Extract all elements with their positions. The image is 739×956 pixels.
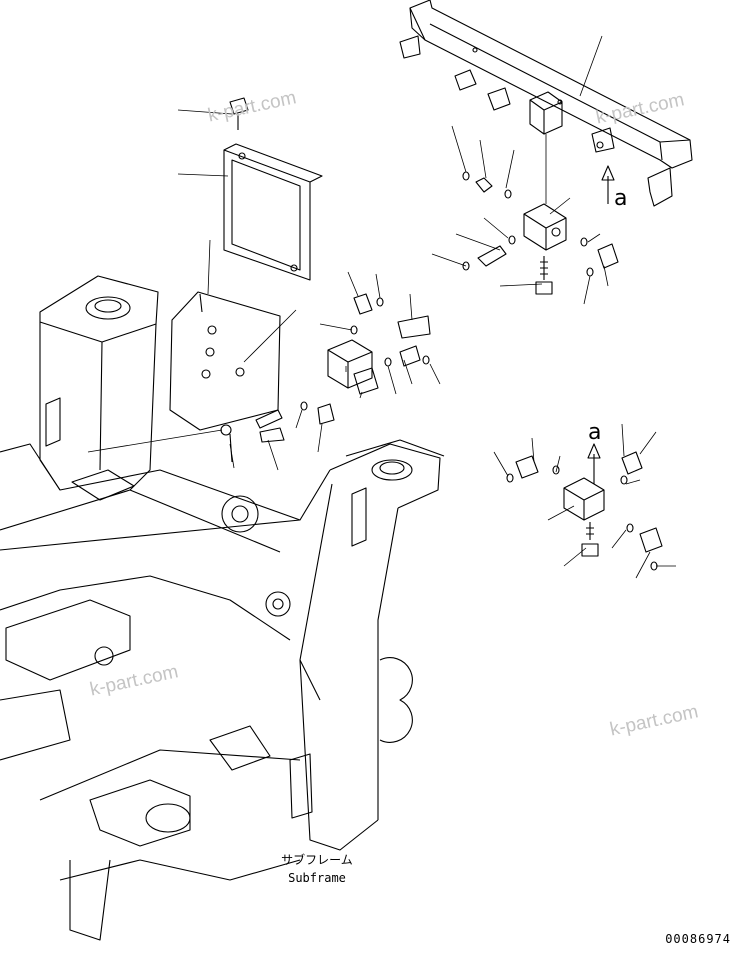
caption-english: Subframe	[288, 871, 346, 885]
view-marker-a: a	[588, 420, 602, 445]
solenoid-valve	[259, 293, 431, 443]
view-marker-a: a	[614, 186, 628, 211]
leader-lines	[87, 35, 676, 579]
subframe	[0, 275, 445, 941]
document-number: 00086974	[665, 932, 731, 946]
upper-valve-block	[462, 91, 619, 295]
caption-japanese: サブフレーム	[281, 853, 353, 867]
cover-plate	[223, 97, 323, 281]
mounting-plate	[169, 291, 283, 463]
lower-valve-group	[506, 451, 663, 571]
